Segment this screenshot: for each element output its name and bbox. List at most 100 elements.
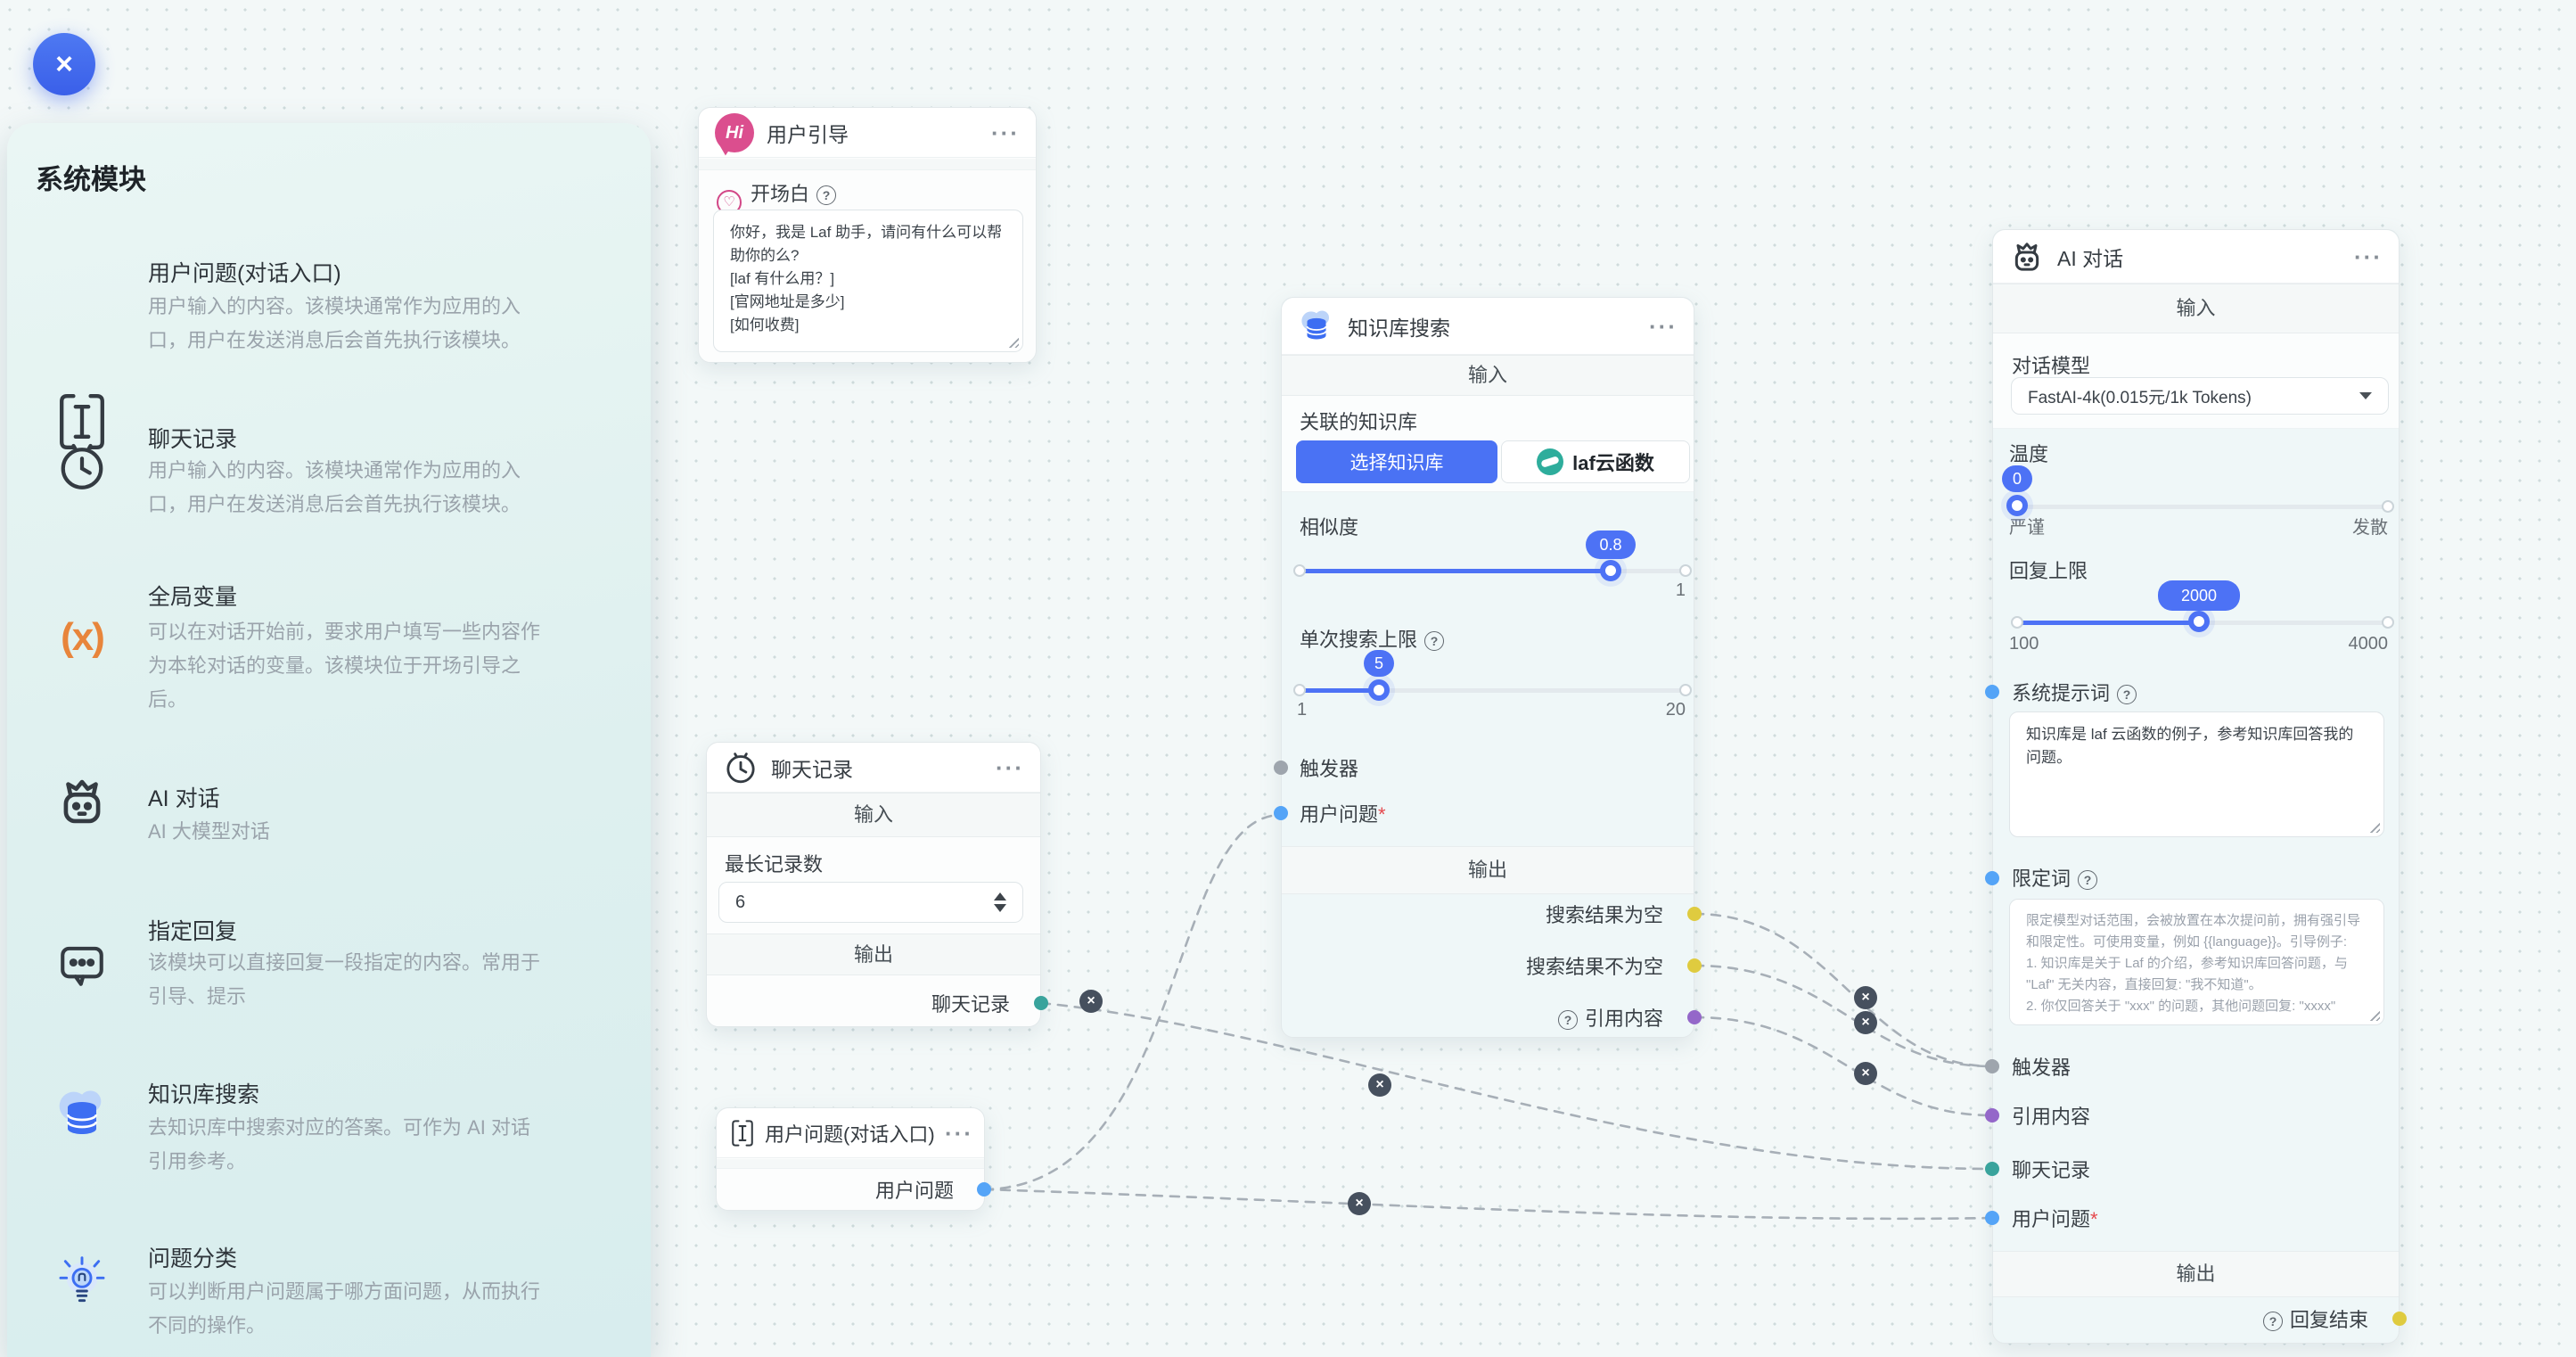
node-menu-icon[interactable]: ··· xyxy=(2354,243,2383,270)
edge-delete-icon[interactable]: × xyxy=(1079,990,1103,1013)
handle-ai-quote-in[interactable] xyxy=(1985,1108,1999,1123)
search-limit-slider[interactable] xyxy=(1300,688,1686,693)
search-limit-value-bubble: 5 xyxy=(1364,650,1394,677)
edge-userquestion-to-ai xyxy=(982,1188,1994,1221)
temperature-min-label: 严谨 xyxy=(2009,518,2045,538)
edge-delete-icon[interactable]: × xyxy=(1854,1011,1877,1034)
temperature-max-label: 发散 xyxy=(2352,518,2388,538)
handle-ai-sysprompt-in[interactable] xyxy=(1985,685,1999,699)
edge-kbquote-to-ai-quote xyxy=(1693,1016,1994,1117)
handle-kb-quote-out[interactable] xyxy=(1687,1010,1702,1024)
reply-limit-label: 回复上限 xyxy=(2009,560,2088,582)
module-desc: 可以在对话开始前，要求用户填写一些内容作 为本轮对话的变量。该模块位于开场引导之… xyxy=(148,621,541,711)
node-user-guide[interactable]: Hi 用户引导 ··· ♡开场白? 你好，我是 Laf 助手，请问有什么可以帮助… xyxy=(698,107,1037,363)
module-desc: AI 大模型对话 xyxy=(148,820,270,843)
variable-icon: (x) xyxy=(61,615,105,659)
node-kb-search[interactable]: 知识库搜索 ··· 输入 关联的知识库 选择知识库 laf云函数 相似度 0.8… xyxy=(1281,297,1694,1038)
handle-kb-trigger-in[interactable] xyxy=(1274,761,1288,775)
handle-ai-constraint-in[interactable] xyxy=(1985,871,1999,885)
system-prompt-textarea[interactable]: 知识库是 laf 云函数的例子，参考知识库回答我的问题。 xyxy=(2009,711,2384,837)
temperature-slider-thumb[interactable] xyxy=(2006,495,2028,516)
lightbulb-icon xyxy=(50,1252,114,1313)
node-chat-history[interactable]: 聊天记录 ··· 输入 最长记录数 6 输出 聊天记录 xyxy=(706,742,1041,1027)
help-icon: ? xyxy=(816,185,837,205)
section-output-header: 输出 xyxy=(1467,859,1507,881)
module-title: 问题分类 xyxy=(148,1246,238,1271)
max-records-input[interactable]: 6 xyxy=(718,882,1023,923)
reply-limit-value-bubble: 2000 xyxy=(2158,580,2240,611)
module-title: 聊天记录 xyxy=(148,427,238,452)
database-cloud-icon xyxy=(1301,310,1329,339)
output-quote-label: ?引用内容 xyxy=(1557,1006,1663,1032)
similarity-max: 1 xyxy=(1675,580,1686,600)
node-ai-chat[interactable]: AI 对话 ··· 输入 对话模型 FastAI-4k(0.015元/1k To… xyxy=(1992,229,2400,1344)
search-limit-label: 单次搜索上限? xyxy=(1300,627,1445,654)
handle-kb-question-in[interactable] xyxy=(1274,806,1288,820)
help-icon: ? xyxy=(1557,1010,1578,1030)
laf-logo-icon xyxy=(1537,448,1564,475)
edge-delete-icon[interactable]: × xyxy=(1348,1192,1371,1215)
search-limit-slider-thumb[interactable] xyxy=(1368,679,1390,701)
node-menu-icon[interactable]: ··· xyxy=(945,1119,973,1147)
module-desc: 用户输入的内容。该模块通常作为应用的入 口，用户在发送消息后会首先执行该模块。 xyxy=(148,295,521,351)
select-kb-button[interactable]: 选择知识库 xyxy=(1296,440,1497,483)
section-input-header: 输入 xyxy=(2176,297,2216,319)
module-title: 用户问题(对话入口) xyxy=(148,261,341,286)
edge-delete-icon[interactable]: × xyxy=(1854,1062,1877,1085)
temperature-value-bubble: 0 xyxy=(2002,465,2032,492)
section-input-header: 输入 xyxy=(853,803,893,826)
handle-kb-notempty-out[interactable] xyxy=(1687,958,1702,973)
input-quote-label: 引用内容 xyxy=(2012,1106,2091,1128)
reply-limit-slider-thumb[interactable] xyxy=(2188,611,2210,632)
constraint-label: 限定词? xyxy=(2012,866,2098,892)
handle-ai-question-in[interactable] xyxy=(1985,1211,1999,1225)
similarity-label: 相似度 xyxy=(1300,516,1359,539)
output-empty-label: 搜索结果为空 xyxy=(1545,904,1663,926)
edge-kbnotempty-to-ai-trigger xyxy=(1693,964,1994,1068)
guide-avatar-icon: Hi xyxy=(715,112,754,152)
input-history-label: 聊天记录 xyxy=(2012,1159,2091,1181)
handle-history-out[interactable] xyxy=(1034,996,1048,1010)
kb-label: 关联的知识库 xyxy=(1300,411,1418,433)
node-menu-icon[interactable]: ··· xyxy=(991,119,1020,146)
handle-ai-answer-end-out[interactable] xyxy=(2392,1312,2407,1326)
module-title: AI 对话 xyxy=(148,786,220,811)
search-limit-max: 20 xyxy=(1665,700,1686,720)
help-icon: ? xyxy=(2078,870,2098,890)
section-output-header: 输出 xyxy=(2176,1262,2216,1285)
handle-ai-history-in[interactable] xyxy=(1985,1162,1999,1176)
edge-delete-icon[interactable]: × xyxy=(1854,986,1877,1009)
dataset-chip[interactable]: laf云函数 xyxy=(1501,440,1690,483)
handle-kb-empty-out[interactable] xyxy=(1687,907,1702,921)
input-question-label: 用户问题* xyxy=(2012,1208,2098,1230)
reply-limit-min: 100 xyxy=(2009,634,2039,654)
opening-textarea[interactable]: 你好，我是 Laf 助手，请问有什么可以帮助你的么? [laf 有什么用？] [… xyxy=(713,210,1023,352)
max-records-label: 最长记录数 xyxy=(725,853,824,876)
constraint-textarea[interactable] xyxy=(2009,899,2384,1025)
handle-question-out[interactable] xyxy=(977,1182,991,1197)
output-history-label: 聊天记录 xyxy=(931,993,1010,1016)
temperature-label: 温度 xyxy=(2009,443,2049,465)
node-menu-icon[interactable]: ··· xyxy=(1649,312,1678,340)
temperature-slider[interactable] xyxy=(2017,505,2388,509)
section-output-header: 输出 xyxy=(853,943,893,966)
input-question-label: 用户问题* xyxy=(1300,803,1386,826)
output-not-empty-label: 搜索结果不为空 xyxy=(1525,956,1663,978)
module-title: 指定回复 xyxy=(148,919,238,944)
stepper-up-icon xyxy=(994,892,1006,901)
module-desc: 去知识库中搜索对应的答案。可作为 AI 对话 引用参考。 xyxy=(148,1116,531,1172)
model-select[interactable]: FastAI-4k(0.015元/1k Tokens) xyxy=(2011,377,2389,415)
search-limit-min: 1 xyxy=(1297,700,1308,720)
help-icon: ? xyxy=(2262,1312,2283,1331)
close-button[interactable]: × xyxy=(33,33,95,95)
node-user-question[interactable]: 用户问题(对话入口) ··· 用户问题 xyxy=(716,1107,985,1211)
model-label: 对话模型 xyxy=(2012,355,2091,377)
edge-delete-icon[interactable]: × xyxy=(1368,1073,1391,1097)
panel-title: 系统模块 xyxy=(36,164,146,195)
similarity-slider-thumb[interactable] xyxy=(1600,560,1621,581)
node-menu-icon[interactable]: ··· xyxy=(996,753,1024,781)
text-cursor-icon xyxy=(50,390,114,458)
number-stepper[interactable] xyxy=(994,892,1006,912)
handle-ai-trigger-in[interactable] xyxy=(1985,1059,1999,1073)
